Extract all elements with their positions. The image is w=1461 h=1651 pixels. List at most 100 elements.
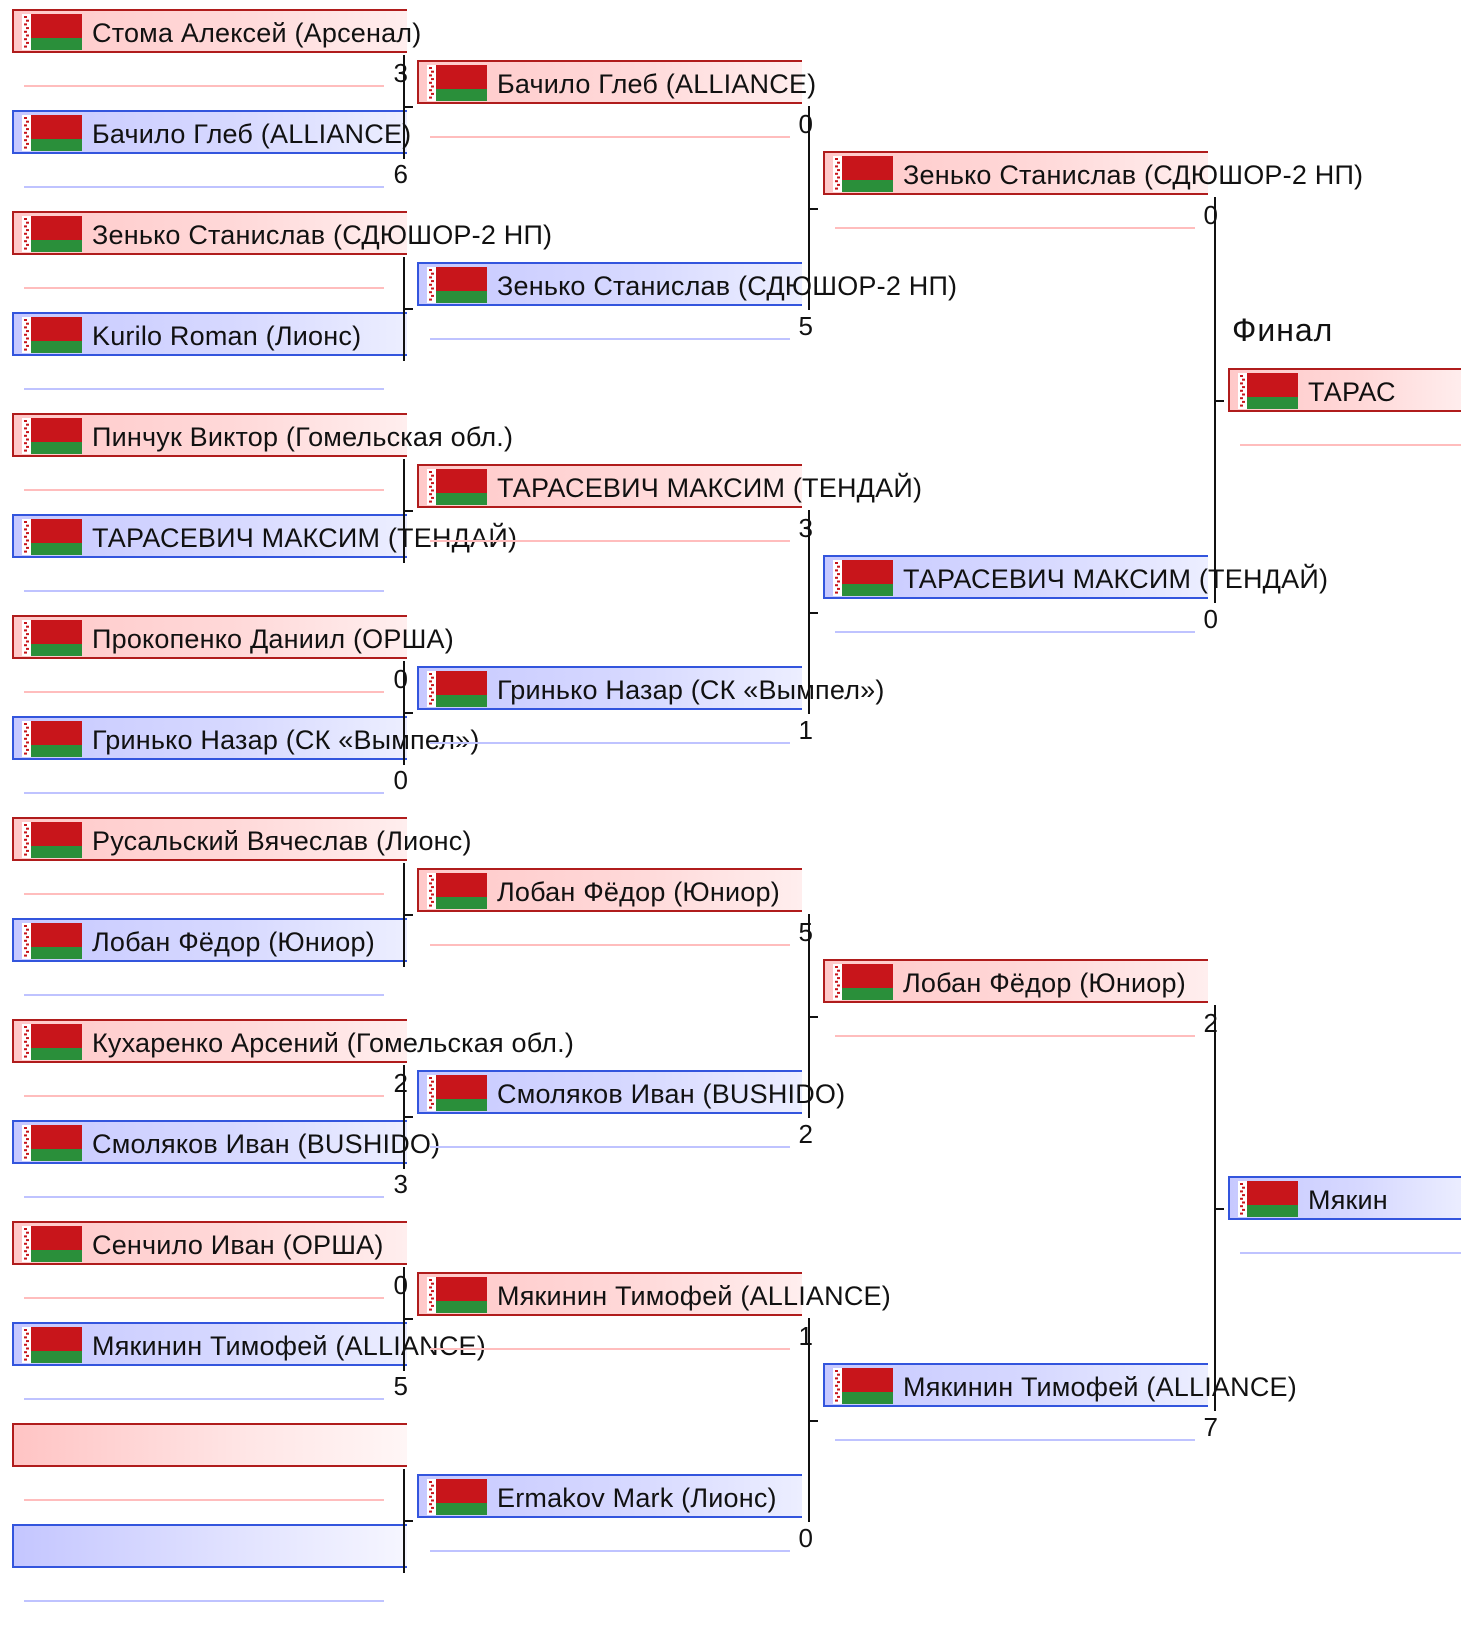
r2-match4-red-slot[interactable]: Мякинин Тимофей (ALLIANCE) (417, 1272, 891, 1316)
belarus-flag-icon (22, 317, 82, 353)
r2-match2-blue-slot[interactable]: Гринько Назар (СК «Вымпел») (417, 666, 884, 710)
r3-match2-connector-tick (1214, 1208, 1224, 1210)
r2-match4-blue-slot[interactable]: Ermakov Mark (Лионс) (417, 1474, 802, 1518)
r1-match6-blue-name: Смоляков Иван (BUSHIDO) (92, 1129, 441, 1159)
r2-match3-connector-tick (808, 1016, 818, 1018)
belarus-flag-icon (427, 671, 487, 707)
r1-match4-red-slot[interactable]: Прокопенко Даниил (ОРША) (12, 615, 454, 659)
r1-match6-blue-score: 3 (393, 1169, 408, 1199)
r2-match4-connector-tick (808, 1420, 818, 1422)
r2-match1-red-name: Бачило Глеб (ALLIANCE) (497, 69, 817, 99)
belarus-flag-icon (22, 216, 82, 252)
belarus-flag-icon (1238, 1181, 1298, 1217)
belarus-flag-icon (22, 418, 82, 454)
belarus-flag-icon (22, 1327, 82, 1363)
r1-match4-red-divider (24, 691, 384, 693)
r1-match7-blue-score: 5 (393, 1371, 408, 1401)
r1-match1-blue-name: Бачило Глеб (ALLIANCE) (92, 119, 412, 149)
r1-match2-blue-name: Kurilo Roman (Лионс) (92, 321, 362, 351)
r2-match3-blue-name: Смоляков Иван (BUSHIDO) (497, 1079, 846, 1109)
r1-match4-blue-slot[interactable]: Гринько Назар (СК «Вымпел») (12, 716, 479, 760)
r3-match2-red-slot[interactable]: Лобан Фёдор (Юниор) (823, 959, 1208, 1003)
r2-match1-blue-slot[interactable]: Зенько Станислав (СДЮШОР-2 НП) (417, 262, 957, 306)
r2-match3-blue-divider (430, 1146, 790, 1148)
r1-match4-connector-tick (403, 712, 413, 714)
r3-match2-blue-slot[interactable]: Мякинин Тимофей (ALLIANCE) (823, 1363, 1297, 1407)
r1-match5-connector-tick (403, 914, 413, 916)
r2-match1-blue-name: Зенько Станислав (СДЮШОР-2 НП) (497, 271, 958, 301)
final-blue-name: Мякин (1308, 1185, 1388, 1215)
r1-match1-blue-slot[interactable]: Бачило Глеб (ALLIANCE) (12, 110, 411, 154)
belarus-flag-icon (22, 115, 82, 151)
r1-match5-blue-divider (24, 994, 384, 996)
r3-match1-blue-slot[interactable]: ТАРАСЕВИЧ МАКСИМ (ТЕНДАЙ) (823, 555, 1328, 599)
r1-match8-blue-slot[interactable] (12, 1524, 407, 1568)
r1-match4-blue-divider (24, 792, 384, 794)
r3-match2-red-divider (835, 1035, 1195, 1037)
r2-match1-blue-divider (430, 338, 790, 340)
r1-match3-red-slot[interactable]: Пинчук Виктор (Гомельская обл.) (12, 413, 513, 457)
r1-match3-red-name: Пинчук Виктор (Гомельская обл.) (92, 422, 514, 452)
r3-match2-blue-name: Мякинин Тимофей (ALLIANCE) (903, 1372, 1297, 1402)
belarus-flag-icon (833, 560, 893, 596)
r1-match6-connector-tick (403, 1116, 413, 1118)
belarus-flag-icon (427, 1479, 487, 1515)
r1-match5-red-divider (24, 893, 384, 895)
belarus-flag-icon (22, 1125, 82, 1161)
r1-match2-blue-divider (24, 388, 384, 390)
final-red-name: ТАРАС (1308, 377, 1396, 407)
belarus-flag-icon (427, 1277, 487, 1313)
r1-match7-blue-slot[interactable]: Мякинин Тимофей (ALLIANCE) (12, 1322, 486, 1366)
r1-match5-blue-slot[interactable]: Лобан Фёдор (Юниор) (12, 918, 407, 962)
belarus-flag-icon (22, 822, 82, 858)
r1-match5-red-slot[interactable]: Русальский Вячеслав (Лионс) (12, 817, 471, 861)
r2-match3-blue-score: 2 (798, 1119, 813, 1149)
r2-match3-red-slot[interactable]: Лобан Фёдор (Юниор) (417, 868, 802, 912)
r1-match6-blue-divider (24, 1196, 384, 1198)
r1-match3-blue-divider (24, 590, 384, 592)
r1-match1-red-name: Стома Алексей (Арсенал) (92, 18, 422, 48)
r1-match5-blue-name: Лобан Фёдор (Юниор) (92, 927, 375, 957)
r2-match4-blue-score: 0 (798, 1523, 813, 1553)
r2-match2-blue-divider (430, 742, 790, 744)
belarus-flag-icon (833, 1368, 893, 1404)
r1-match2-blue-slot[interactable]: Kurilo Roman (Лионс) (12, 312, 407, 356)
belarus-flag-icon (427, 65, 487, 101)
belarus-flag-icon (22, 721, 82, 757)
r1-match4-blue-score: 0 (393, 765, 408, 795)
r1-match2-connector-tick (403, 308, 413, 310)
final-blue-slot[interactable]: Мякин (1228, 1176, 1461, 1220)
r1-match1-red-divider (24, 85, 384, 87)
r2-match2-red-slot[interactable]: ТАРАСЕВИЧ МАКСИМ (ТЕНДАЙ) (417, 464, 922, 508)
r1-match7-red-slot[interactable]: Сенчило Иван (ОРША) (12, 1221, 407, 1265)
final-red-slot[interactable]: ТАРАС (1228, 368, 1461, 412)
r2-match3-red-name: Лобан Фёдор (Юниор) (497, 877, 780, 907)
r2-match2-red-divider (430, 540, 790, 542)
r2-match4-blue-divider (430, 1550, 790, 1552)
r1-match8-red-slot[interactable] (12, 1423, 407, 1467)
r2-match3-blue-slot[interactable]: Смоляков Иван (BUSHIDO) (417, 1070, 845, 1114)
r1-match3-red-divider (24, 489, 384, 491)
belarus-flag-icon (22, 519, 82, 555)
final-blue-divider (1240, 1252, 1461, 1254)
r1-match6-red-name: Кухаренко Арсений (Гомельская обл.) (92, 1028, 575, 1058)
belarus-flag-icon (833, 964, 893, 1000)
belarus-flag-icon (22, 923, 82, 959)
r3-match2-blue-divider (835, 1439, 1195, 1441)
belarus-flag-icon (22, 620, 82, 656)
r1-match7-blue-name: Мякинин Тимофей (ALLIANCE) (92, 1331, 486, 1361)
r2-match1-red-slot[interactable]: Бачило Глеб (ALLIANCE) (417, 60, 816, 104)
r3-match2-blue-score: 7 (1203, 1412, 1218, 1442)
r1-match1-red-slot[interactable]: Стома Алексей (Арсенал) (12, 9, 421, 53)
r1-match3-blue-slot[interactable]: ТАРАСЕВИЧ МАКСИМ (ТЕНДАЙ) (12, 514, 517, 558)
r1-match2-red-slot[interactable]: Зенько Станислав (СДЮШОР-2 НП) (12, 211, 552, 255)
r1-match6-blue-slot[interactable]: Смоляков Иван (BUSHIDO) (12, 1120, 440, 1164)
r1-match7-blue-divider (24, 1398, 384, 1400)
r1-match6-red-slot[interactable]: Кухаренко Арсений (Гомельская обл.) (12, 1019, 574, 1063)
r1-match7-red-name: Сенчило Иван (ОРША) (92, 1230, 384, 1260)
r1-match8-connector-tick (403, 1520, 413, 1522)
r3-match1-red-slot[interactable]: Зенько Станислав (СДЮШОР-2 НП) (823, 151, 1363, 195)
r1-match2-red-name: Зенько Станислав (СДЮШОР-2 НП) (92, 220, 553, 250)
r3-match1-blue-divider (835, 631, 1195, 633)
belarus-flag-icon (22, 1226, 82, 1262)
